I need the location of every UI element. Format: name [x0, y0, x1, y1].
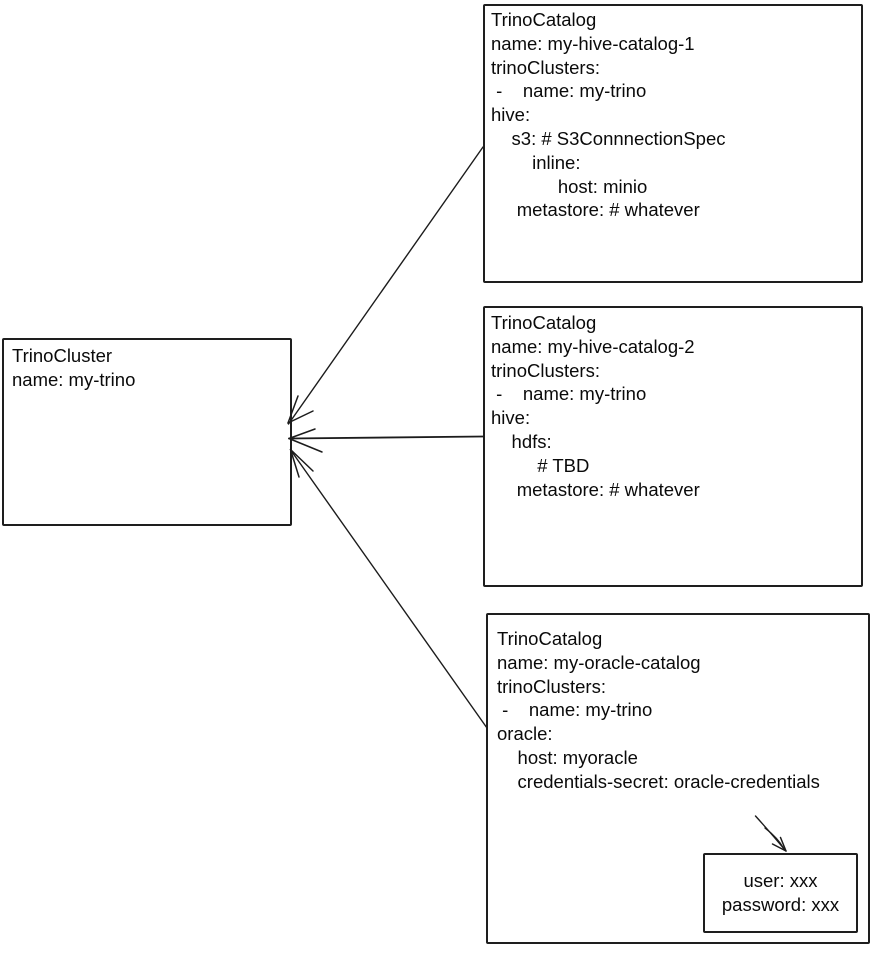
arrowhead-stroke [289, 448, 314, 472]
connector-line [287, 146, 484, 425]
trino-cluster-text: TrinoCluster name: my-trino [12, 345, 136, 390]
trino-catalog-1-box: TrinoCatalog name: my-hive-catalog-1 tri… [483, 4, 863, 283]
trino-catalog-3-text: TrinoCatalog name: my-oracle-catalog tri… [497, 628, 820, 792]
trino-catalog-2-box: TrinoCatalog name: my-hive-catalog-2 tri… [483, 306, 863, 587]
connector-catalog2-to-cluster [288, 428, 484, 453]
connector-catalog1-to-cluster [287, 146, 484, 425]
trino-catalog-2-text: TrinoCatalog name: my-hive-catalog-2 tri… [491, 312, 700, 500]
arrowhead-stroke [288, 437, 323, 453]
connector-line [288, 435, 484, 440]
trino-catalog-3-box: TrinoCatalog name: my-oracle-catalog tri… [486, 613, 870, 944]
trino-catalog-1-text: TrinoCatalog name: my-hive-catalog-1 tri… [491, 9, 726, 221]
trino-cluster-box: TrinoCluster name: my-trino [2, 338, 292, 526]
credentials-secret-text: user: xxx password: xxx [721, 870, 840, 915]
connector-line [290, 449, 488, 729]
connector-catalog3-to-cluster [289, 448, 488, 729]
arrowhead-stroke [288, 428, 316, 440]
credentials-secret-box: user: xxx password: xxx [703, 853, 858, 933]
